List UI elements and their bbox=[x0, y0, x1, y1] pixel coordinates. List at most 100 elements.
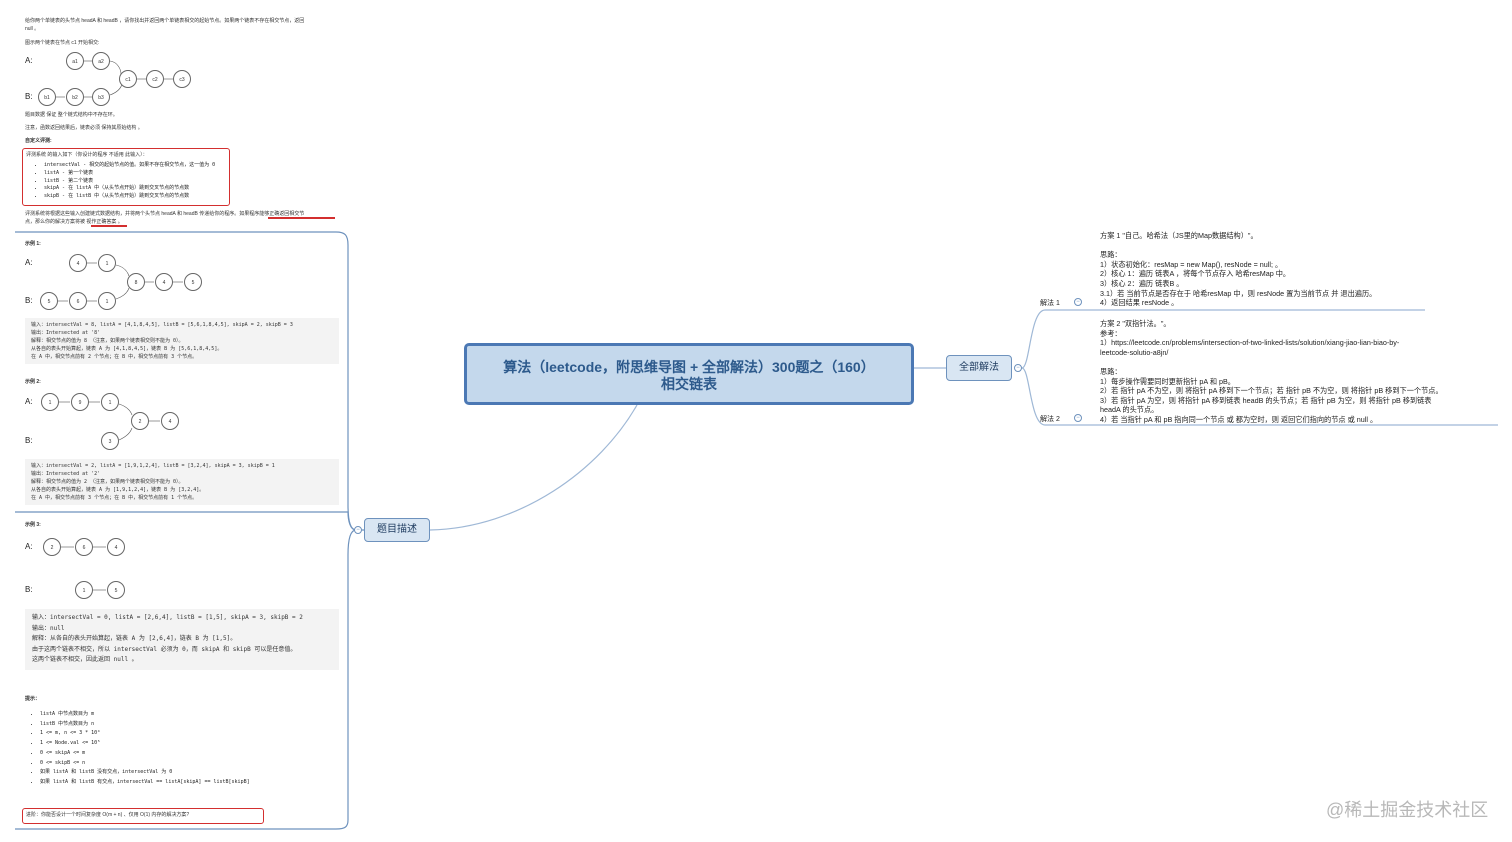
solution2-line: 3）若 指针 pA 为空，则 将指针 pA 移到链表 headB 的头节点；若 … bbox=[1100, 395, 1432, 405]
example1-line: 解释：相交节点的值为 8 （注意，如果两个链表相交则不能为 0）。 bbox=[31, 338, 184, 344]
list-node: b1 bbox=[38, 88, 56, 106]
example3-line: 输入：intersectVal = 0, listA = [2,6,4], li… bbox=[32, 614, 303, 621]
judge-item: skipA - 在 listA 中（从头节点开始）跳到交叉节点的节点数 bbox=[44, 185, 215, 193]
list-node: a2 bbox=[92, 52, 110, 70]
example2-io: 输入：intersectVal = 2, listA = [1,9,1,2,4]… bbox=[25, 459, 339, 505]
example3-label-b: B: bbox=[25, 585, 33, 594]
hint-item: 1 <= Node.val <= 10⁵ bbox=[40, 739, 250, 749]
example1-title: 示例 1: bbox=[25, 241, 41, 247]
judge-highlight-box bbox=[22, 148, 230, 206]
hint-item: 0 <= skipA <= m bbox=[40, 749, 250, 759]
example2-label-a: A: bbox=[25, 397, 33, 406]
hint-item: listB 中节点数目为 n bbox=[40, 720, 250, 730]
list-node: c3 bbox=[173, 70, 191, 88]
list-node: 5 bbox=[184, 273, 202, 291]
hint-item: 如果 listA 和 listB 有交点，intersectVal == lis… bbox=[40, 778, 250, 788]
list-node: 1 bbox=[75, 581, 93, 599]
judge-intro: 评测系统 的输入如下（你设计的程序 不适用 此输入）： bbox=[26, 152, 148, 158]
solution1-line: 3.1）若 当前节点是否存在于 哈希resMap 中，则 resNode 置为当… bbox=[1100, 288, 1377, 298]
solution2-label[interactable]: 解法 2 bbox=[1040, 416, 1060, 423]
list-node: 4 bbox=[161, 412, 179, 430]
topic-problem-description[interactable]: 题目描述 bbox=[364, 518, 430, 542]
figure-label-a: A: bbox=[25, 56, 33, 65]
solution1-line: 方案 1 "自己。哈希法（JS里的Map数据结构）"。 bbox=[1100, 231, 1258, 240]
example3-label-a: A: bbox=[25, 542, 33, 551]
guarantee-text: 题目数据 保证 整个链式结构中不存在环。 bbox=[25, 112, 118, 118]
example3-line: 解释：从各自的表头开始算起，链表 A 为 [2,6,4]，链表 B 为 [1,5… bbox=[32, 635, 237, 642]
list-node: 8 bbox=[127, 273, 145, 291]
example1-io: 输入：intersectVal = 8, listA = [4,1,8,4,5]… bbox=[25, 318, 339, 364]
example3-line: 输出：null bbox=[32, 624, 65, 632]
watermark: @稀土掘金技术社区 bbox=[1326, 800, 1489, 820]
central-title-line1: 算法（leetcode，附思维导图 + 全部解法）300题之（160） bbox=[503, 359, 875, 375]
list-node: 3 bbox=[101, 432, 119, 450]
highlight-underline bbox=[268, 217, 335, 219]
advanced-text: 进阶：你能否设计一个时间复杂度 O(m + n) 、仅用 O(1) 内存的解决方… bbox=[26, 812, 190, 818]
list-node: 2 bbox=[43, 538, 61, 556]
solution2-line bbox=[1100, 357, 1443, 367]
list-node: b2 bbox=[66, 88, 84, 106]
list-node: 5 bbox=[40, 292, 58, 310]
topic-all-solutions[interactable]: 全部解法 bbox=[946, 355, 1012, 381]
judge-item: listB - 第二个链表 bbox=[44, 178, 215, 186]
minus-circle-icon[interactable]: − bbox=[1074, 414, 1082, 422]
solution2-content: 方案 2 "双指针法。"。 参考： 1）https://leetcode.cn/… bbox=[1100, 319, 1443, 425]
solution2-line: leetcode-solutio-a8jn/ bbox=[1100, 347, 1169, 357]
highlight-underline bbox=[91, 225, 127, 227]
solution1-line: 2）核心 1：遍历 链表A ，将每个节点存入 哈希resMap 中。 bbox=[1100, 269, 1291, 279]
example1-line: 从各自的表头开始算起，链表 A 为 [4,1,8,4,5]，链表 B 为 [5,… bbox=[31, 346, 223, 352]
example1-label-b: B: bbox=[25, 296, 33, 305]
minus-circle-icon[interactable]: − bbox=[354, 526, 362, 534]
list-node: 2 bbox=[131, 412, 149, 430]
central-title-line2: 相交链表 bbox=[661, 376, 717, 392]
central-topic[interactable]: 算法（leetcode，附思维导图 + 全部解法）300题之（160） 相交链表 bbox=[464, 343, 914, 405]
solution2-line: 参考： bbox=[1100, 328, 1122, 338]
list-node: 1 bbox=[98, 292, 116, 310]
custom-judge-title: 自定义评测: bbox=[25, 138, 52, 144]
note-text: 注意，函数返回结果后，链表必须 保持其原始结构 。 bbox=[25, 125, 143, 131]
example1-line: 输出：Intersected at '8' bbox=[31, 330, 101, 336]
problem-intro: 给你两个单链表的头节点 headA 和 headB ，请你找出并返回两个单链表相… bbox=[25, 17, 304, 33]
figure-caption: 图示两个链表在节点 c1 开始相交: bbox=[25, 40, 100, 46]
example2-line: 输入：intersectVal = 2, listA = [1,9,1,2,4]… bbox=[31, 463, 275, 469]
solution1-line: 1）状态初始化：resMap = new Map(), resNode = nu… bbox=[1100, 259, 1283, 269]
solution1-line: 3）核心 2：遍历 链表B 。 bbox=[1100, 278, 1184, 288]
hints-title: 提示： bbox=[25, 696, 41, 702]
list-node: 1 bbox=[41, 393, 59, 411]
judge-item: listA - 第一个链表 bbox=[44, 170, 215, 178]
judge-item: skipB - 在 listB 中（从头节点开始）跳到交叉节点的节点数 bbox=[44, 193, 215, 201]
example3-title: 示例 3: bbox=[25, 522, 41, 528]
example2-line: 解释：相交节点的值为 2 （注意，如果两个链表相交则不能为 0）。 bbox=[31, 479, 184, 485]
example1-line: 输入：intersectVal = 8, listA = [4,1,8,4,5]… bbox=[31, 322, 293, 328]
solution2-line: 1）https://leetcode.cn/problems/intersect… bbox=[1100, 338, 1400, 348]
solution1-line: 4）返回结果 resNode 。 bbox=[1100, 298, 1179, 308]
list-node: c2 bbox=[146, 70, 164, 88]
topic-all-solutions-label: 全部解法 bbox=[959, 362, 999, 373]
judge-list: intersectVal - 相交的起始节点的值。如果不存在相交节点，这一值为 … bbox=[30, 162, 215, 201]
example2-line: 在 A 中，相交节点前有 3 个节点；在 B 中，相交节点前有 1 个节点。 bbox=[31, 495, 198, 501]
example3-line: 由于这两个链表不相交，所以 intersectVal 必须为 0，而 skipA… bbox=[32, 645, 297, 653]
solution2-line: 1）每步操作需要同时更新指针 pA 和 pB。 bbox=[1100, 376, 1235, 386]
example3-line: 这两个链表不相交，因此返回 null 。 bbox=[32, 656, 138, 663]
solution2-line: 2）若 指针 pA 不为空，则 将指针 pA 移到下一个节点；若 指针 pB 不… bbox=[1100, 386, 1443, 396]
solution2-line: 4）若 当指针 pA 和 pB 指向同一个节点 或 都为空时，则 返回它们指向的… bbox=[1100, 414, 1378, 424]
topic-problem-description-label: 题目描述 bbox=[377, 524, 417, 535]
list-node: 9 bbox=[71, 393, 89, 411]
hint-item: 如果 listA 和 listB 没有交点，intersectVal 为 0 bbox=[40, 768, 250, 778]
problem-intro-line: 给你两个单链表的头节点 headA 和 headB ，请你找出并返回两个单链表相… bbox=[25, 18, 305, 24]
minus-circle-icon[interactable]: − bbox=[1074, 298, 1082, 306]
solution1-content: 方案 1 "自己。哈希法（JS里的Map数据结构）"。 思路： 1）状态初始化：… bbox=[1100, 231, 1376, 308]
example1-label-a: A: bbox=[25, 258, 33, 267]
hints-list: listA 中节点数目为 m listB 中节点数目为 n 1 <= m, n … bbox=[26, 710, 250, 788]
hint-item: 1 <= m, n <= 3 * 10⁴ bbox=[40, 729, 250, 739]
solution1-line: 思路： bbox=[1100, 250, 1122, 260]
solution2-line: headA 的头节点。 bbox=[1100, 405, 1159, 415]
list-node: 6 bbox=[69, 292, 87, 310]
list-node: 4 bbox=[107, 538, 125, 556]
problem-intro-line: null 。 bbox=[25, 26, 40, 32]
minus-circle-icon[interactable]: − bbox=[1014, 364, 1022, 372]
list-node: c1 bbox=[119, 70, 137, 88]
judge-output-line: 点，那么你的解决方案将被 视作正确答案 。 bbox=[25, 219, 123, 225]
solution1-label[interactable]: 解法 1 bbox=[1040, 300, 1060, 307]
example2-line: 输出：Intersected at '2' bbox=[31, 471, 101, 477]
